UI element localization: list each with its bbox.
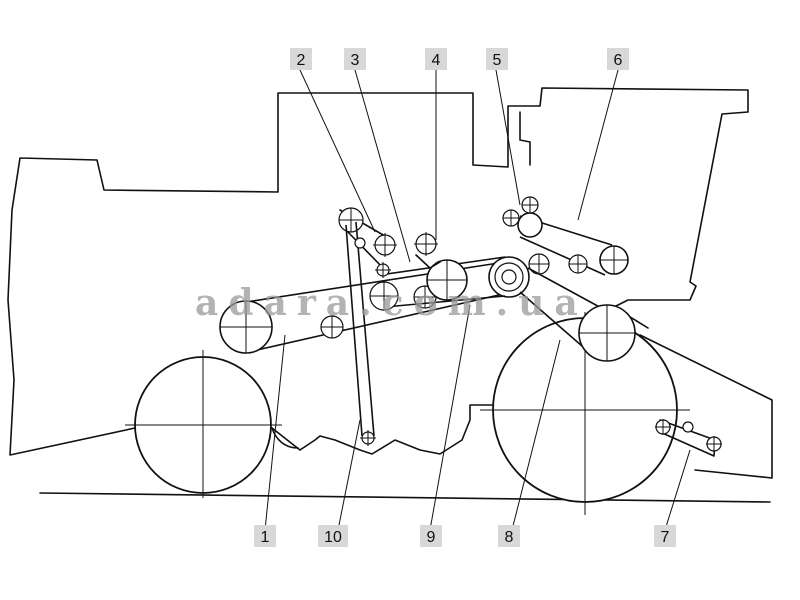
svg-text:6: 6 (614, 52, 623, 69)
label-9: 9 (420, 525, 442, 547)
label-4: 4 (425, 48, 447, 70)
svg-text:10: 10 (324, 529, 342, 546)
belt-9 (369, 232, 506, 311)
svg-text:5: 5 (493, 52, 502, 69)
chain-10 (345, 221, 376, 446)
main-pulley-cluster (488, 253, 550, 298)
label-5: 5 (486, 48, 508, 70)
label-3: 3 (344, 48, 366, 70)
label-10: 10 (318, 525, 348, 547)
label-1: 1 (254, 525, 276, 547)
svg-text:4: 4 (432, 52, 441, 69)
label-2: 2 (290, 48, 312, 70)
front-wheel (125, 350, 282, 498)
ground-line (39, 492, 771, 503)
body-lower-edge (271, 427, 299, 449)
label-6: 6 (607, 48, 629, 70)
label-8: 8 (498, 525, 520, 547)
machine-body-outline (7, 87, 749, 456)
svg-text:9: 9 (427, 529, 436, 546)
rear-wheel (480, 312, 690, 515)
part-7 (655, 419, 722, 457)
rear-ledge (519, 111, 531, 166)
label-7: 7 (654, 525, 676, 547)
svg-text:7: 7 (661, 529, 670, 546)
svg-text:3: 3 (351, 52, 360, 69)
svg-text:8: 8 (505, 529, 514, 546)
belt-8 (519, 267, 636, 362)
svg-text:1: 1 (261, 529, 270, 546)
belt-1 (219, 261, 513, 354)
leader-lines (264, 69, 691, 531)
belt-6 (502, 196, 629, 276)
watermark: adara.com.ua (195, 282, 588, 324)
svg-text:2: 2 (297, 52, 306, 69)
